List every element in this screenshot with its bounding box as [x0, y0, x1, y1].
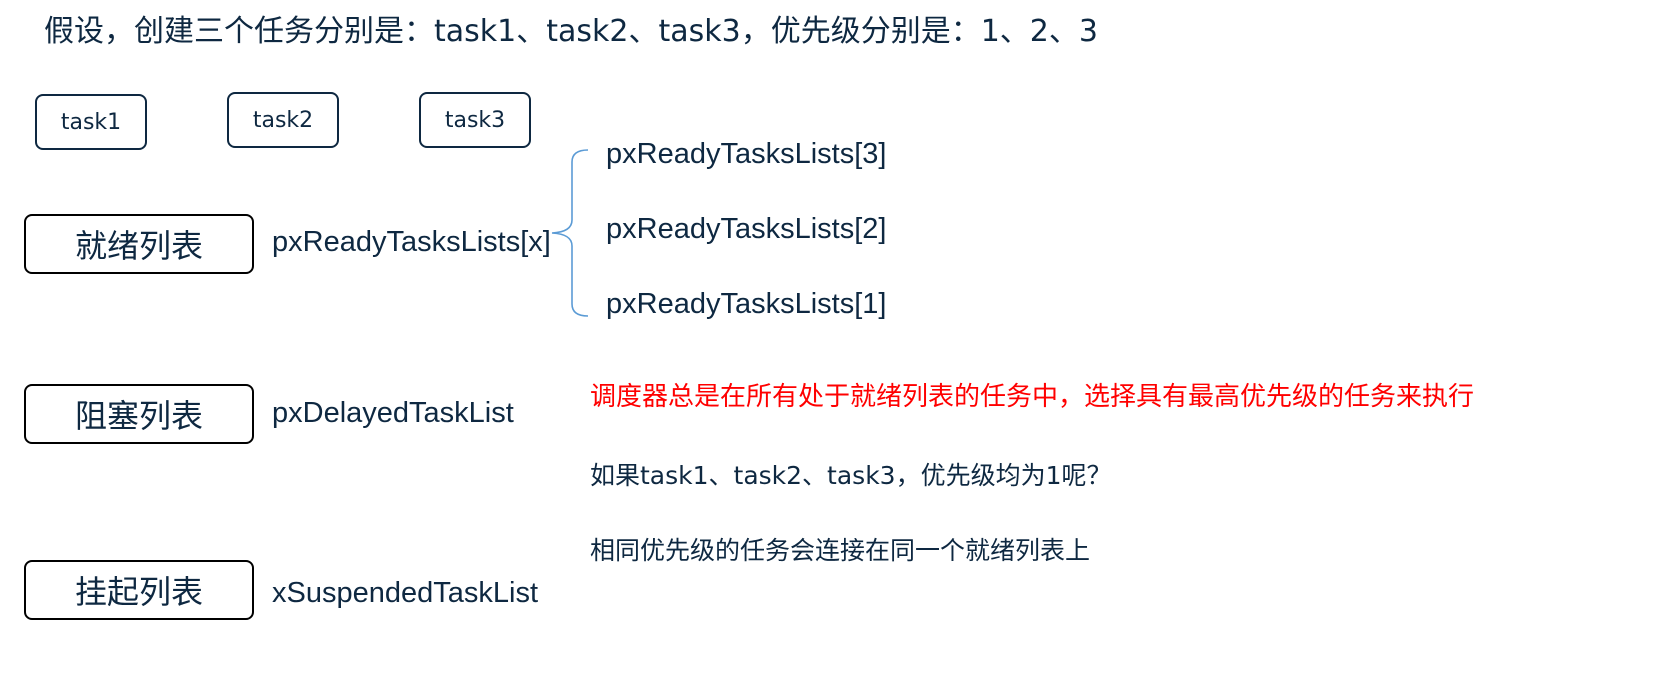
page-title: 假设，创建三个任务分别是：task1、task2、task3，优先级分别是：1、… [44, 14, 1098, 49]
task-box-task3: task3 [419, 92, 531, 148]
task-label: task3 [444, 107, 506, 133]
suspended-list-variable: xSuspendedTaskList [272, 577, 538, 609]
ready-list-box: 就绪列表 [24, 214, 254, 274]
answer-note: 相同优先级的任务会连接在同一个就绪列表上 [590, 536, 1091, 565]
list-label: 挂起列表 [74, 573, 203, 611]
list-label: 阻塞列表 [74, 397, 203, 435]
scheduler-rule-note: 调度器总是在所有处于就绪列表的任务中，选择具有最高优先级的任务来执行 [590, 382, 1475, 412]
task-box-task2: task2 [227, 92, 339, 148]
blocked-list-variable: pxDelayedTaskList [272, 397, 514, 429]
task-label: task1 [60, 109, 122, 135]
blocked-list-box: 阻塞列表 [24, 384, 254, 444]
brace-connector [551, 149, 589, 317]
brace-path [551, 149, 589, 317]
ready-list-priority-1: pxReadyTasksLists[1] [606, 288, 887, 320]
list-label: 就绪列表 [74, 227, 203, 265]
question-note: 如果task1、task2、task3，优先级均为1呢？ [590, 461, 1112, 490]
suspended-list-box: 挂起列表 [24, 560, 254, 620]
task-box-task1: task1 [35, 94, 147, 150]
ready-list-priority-3: pxReadyTasksLists[3] [606, 138, 887, 170]
ready-list-priority-2: pxReadyTasksLists[2] [606, 213, 887, 245]
ready-list-variable: pxReadyTasksLists[x] [272, 226, 551, 258]
task-label: task2 [252, 107, 314, 133]
